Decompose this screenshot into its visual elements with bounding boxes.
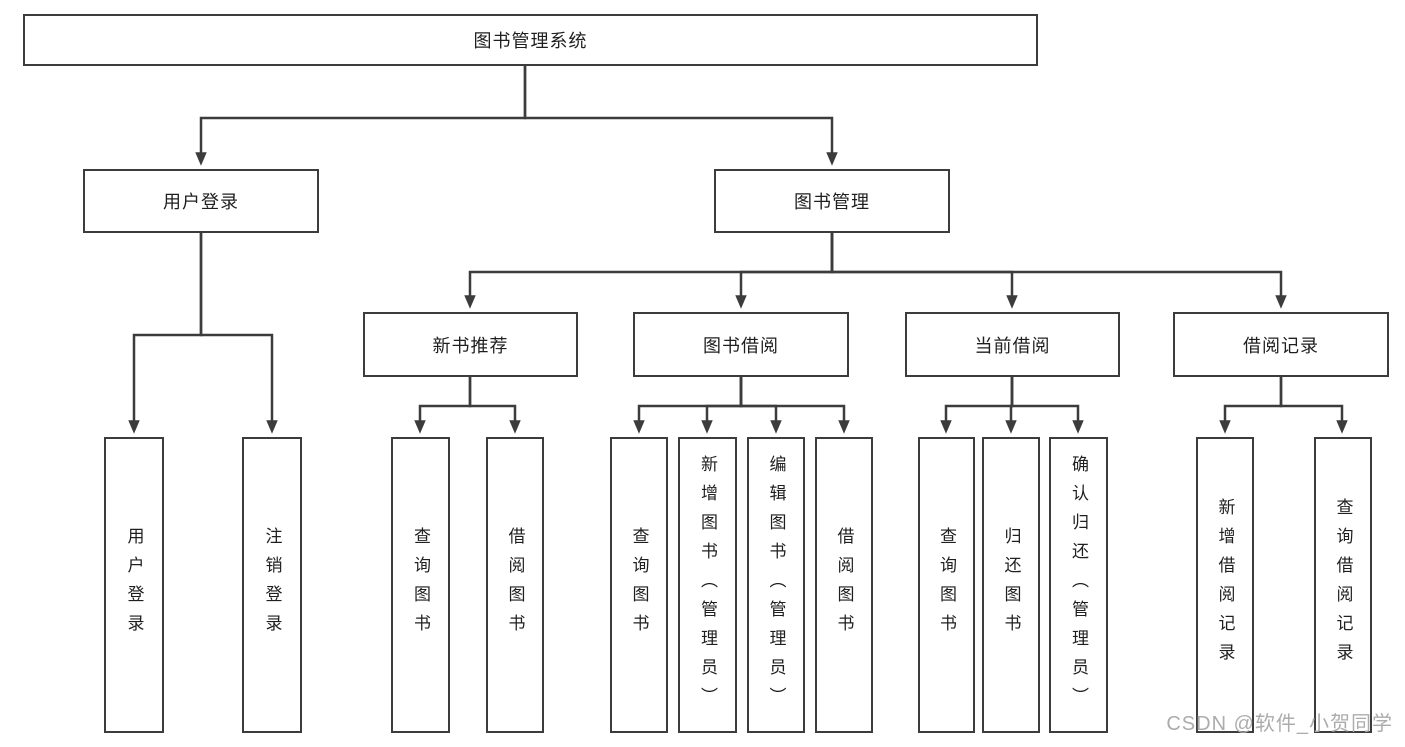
leaf-label: 查询图书	[629, 527, 649, 643]
connector-borrowing-leaf4	[739, 377, 850, 434]
node-current-borrowing: 当前借阅	[905, 312, 1120, 377]
leaf-label: 查询图书	[411, 527, 430, 643]
connector-mgmt-recommend	[464, 233, 834, 309]
leaf-query-books-recommend: 查询图书	[391, 437, 450, 733]
leaf-label: 用户登录	[124, 527, 144, 643]
connector-root-user-login	[195, 66, 527, 166]
leaf-user-login: 用户登录	[104, 437, 164, 733]
leaf-label: 注销登录	[262, 527, 282, 643]
watermark: CSDN @软件_小贺同学	[1166, 713, 1393, 735]
leaf-query-borrow-record: 查询借阅记录	[1314, 437, 1372, 733]
node-book-borrowing: 图书借阅	[633, 312, 849, 377]
connector-mgmt-borrowing	[735, 233, 834, 309]
node-label: 图书借阅	[703, 335, 779, 356]
leaf-borrow-books-borrowing: 借阅图书	[815, 437, 873, 733]
node-book-management: 图书管理	[714, 169, 950, 233]
leaf-edit-books-admin: 编辑图书（管理员）	[747, 437, 805, 733]
node-book-management-system: 图书管理系统	[23, 14, 1038, 66]
connector-recommend-leaf1	[414, 377, 472, 434]
leaf-borrow-books-recommend: 借阅图书	[486, 437, 544, 733]
connector-current-leaf1	[940, 377, 1014, 434]
connector-root-book-management	[523, 66, 838, 166]
leaf-label: 借阅图书	[505, 527, 525, 643]
leaf-label: 编辑图书（管理员）	[766, 454, 786, 716]
leaf-return-books: 归还图书	[982, 437, 1040, 733]
node-label: 借阅记录	[1243, 335, 1319, 356]
leaf-label: 借阅图书	[834, 527, 854, 643]
leaf-add-books-admin: 新增图书（管理员）	[678, 437, 737, 733]
connector-login-leaf1	[128, 233, 203, 434]
leaf-label: 归还图书	[1001, 527, 1021, 643]
connector-records-leaf2	[1279, 377, 1348, 434]
connector-borrowing-leaf2	[701, 377, 743, 434]
connector-borrowing-leaf3	[739, 377, 782, 434]
node-new-book-recommend: 新书推荐	[363, 312, 578, 377]
leaf-logout: 注销登录	[242, 437, 302, 733]
connector-records-leaf1	[1219, 377, 1283, 434]
connector-recommend-leaf2	[468, 377, 521, 434]
leaf-label: 查询图书	[937, 527, 956, 643]
connector-login-leaf2	[199, 233, 278, 434]
connector-mgmt-current	[830, 233, 1018, 309]
leaf-label: 查询借阅记录	[1333, 498, 1353, 672]
node-borrowing-records: 借阅记录	[1173, 312, 1389, 377]
leaf-confirm-return-admin: 确认归还（管理员）	[1049, 437, 1108, 733]
node-label: 当前借阅	[974, 335, 1051, 356]
leaf-query-books-current: 查询图书	[918, 437, 975, 733]
leaf-label: 确认归还（管理员）	[1069, 454, 1088, 716]
node-label: 图书管理系统	[473, 31, 588, 51]
connector-mgmt-records	[830, 233, 1287, 309]
node-label: 新书推荐	[432, 335, 509, 356]
connector-borrowing-leaf1	[633, 377, 743, 434]
node-label: 图书管理	[794, 192, 870, 212]
node-label: 用户登录	[163, 192, 239, 212]
leaf-label: 新增借阅记录	[1215, 498, 1235, 672]
leaf-add-borrow-record: 新增借阅记录	[1196, 437, 1254, 733]
node-user-login: 用户登录	[83, 169, 319, 233]
connector-current-leaf3	[1010, 377, 1084, 434]
leaf-label: 新增图书（管理员）	[698, 454, 717, 716]
leaf-query-books-borrowing: 查询图书	[610, 437, 668, 733]
